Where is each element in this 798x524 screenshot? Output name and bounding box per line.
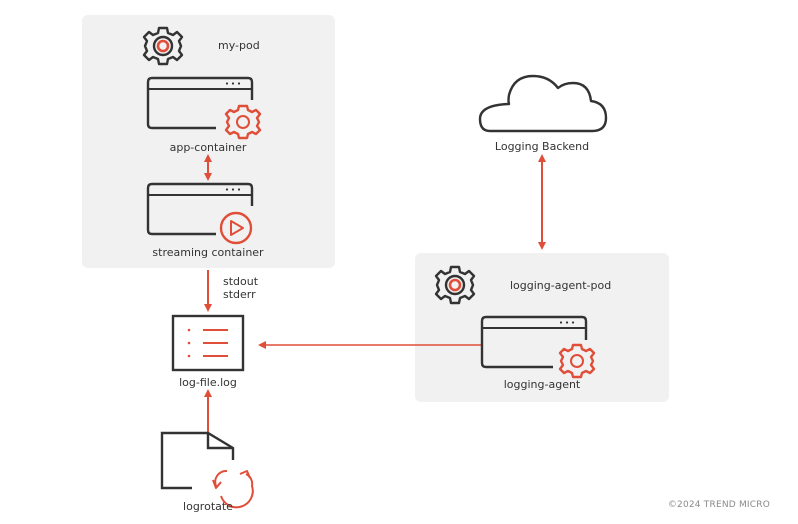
play-icon	[219, 211, 253, 245]
my-pod-title: my-pod	[218, 39, 260, 52]
my-pod-gear-icon	[142, 26, 184, 66]
logging-backend-label: Logging Backend	[494, 140, 590, 153]
copyright-notice: ©2024 TREND MICRO	[667, 500, 770, 510]
log-file-label: log-file.log	[179, 376, 237, 389]
logging-agent-gear-icon	[558, 343, 596, 379]
logging-agent-pod-title: logging-agent-pod	[510, 279, 612, 292]
app-container-window-icon	[146, 76, 254, 130]
my-pod-box	[82, 15, 335, 268]
log-file-icon	[171, 314, 245, 372]
rotate-icon	[212, 469, 254, 509]
streaming-container-window-icon	[146, 182, 254, 236]
logrotate-document-icon	[160, 431, 235, 490]
logging-agent-window-icon	[480, 315, 588, 369]
app-container-gear-icon	[224, 104, 262, 140]
stdout-label: stdout	[223, 275, 259, 288]
logging-agent-label: logging-agent	[503, 378, 581, 391]
cloud-icon	[478, 74, 608, 133]
streaming-container-label: streaming container	[152, 246, 264, 259]
stderr-label: stderr	[223, 288, 256, 301]
app-container-label: app-container	[169, 141, 247, 154]
logrotate-label: logrotate	[183, 500, 233, 513]
logging-agent-pod-gear-icon	[434, 265, 476, 305]
